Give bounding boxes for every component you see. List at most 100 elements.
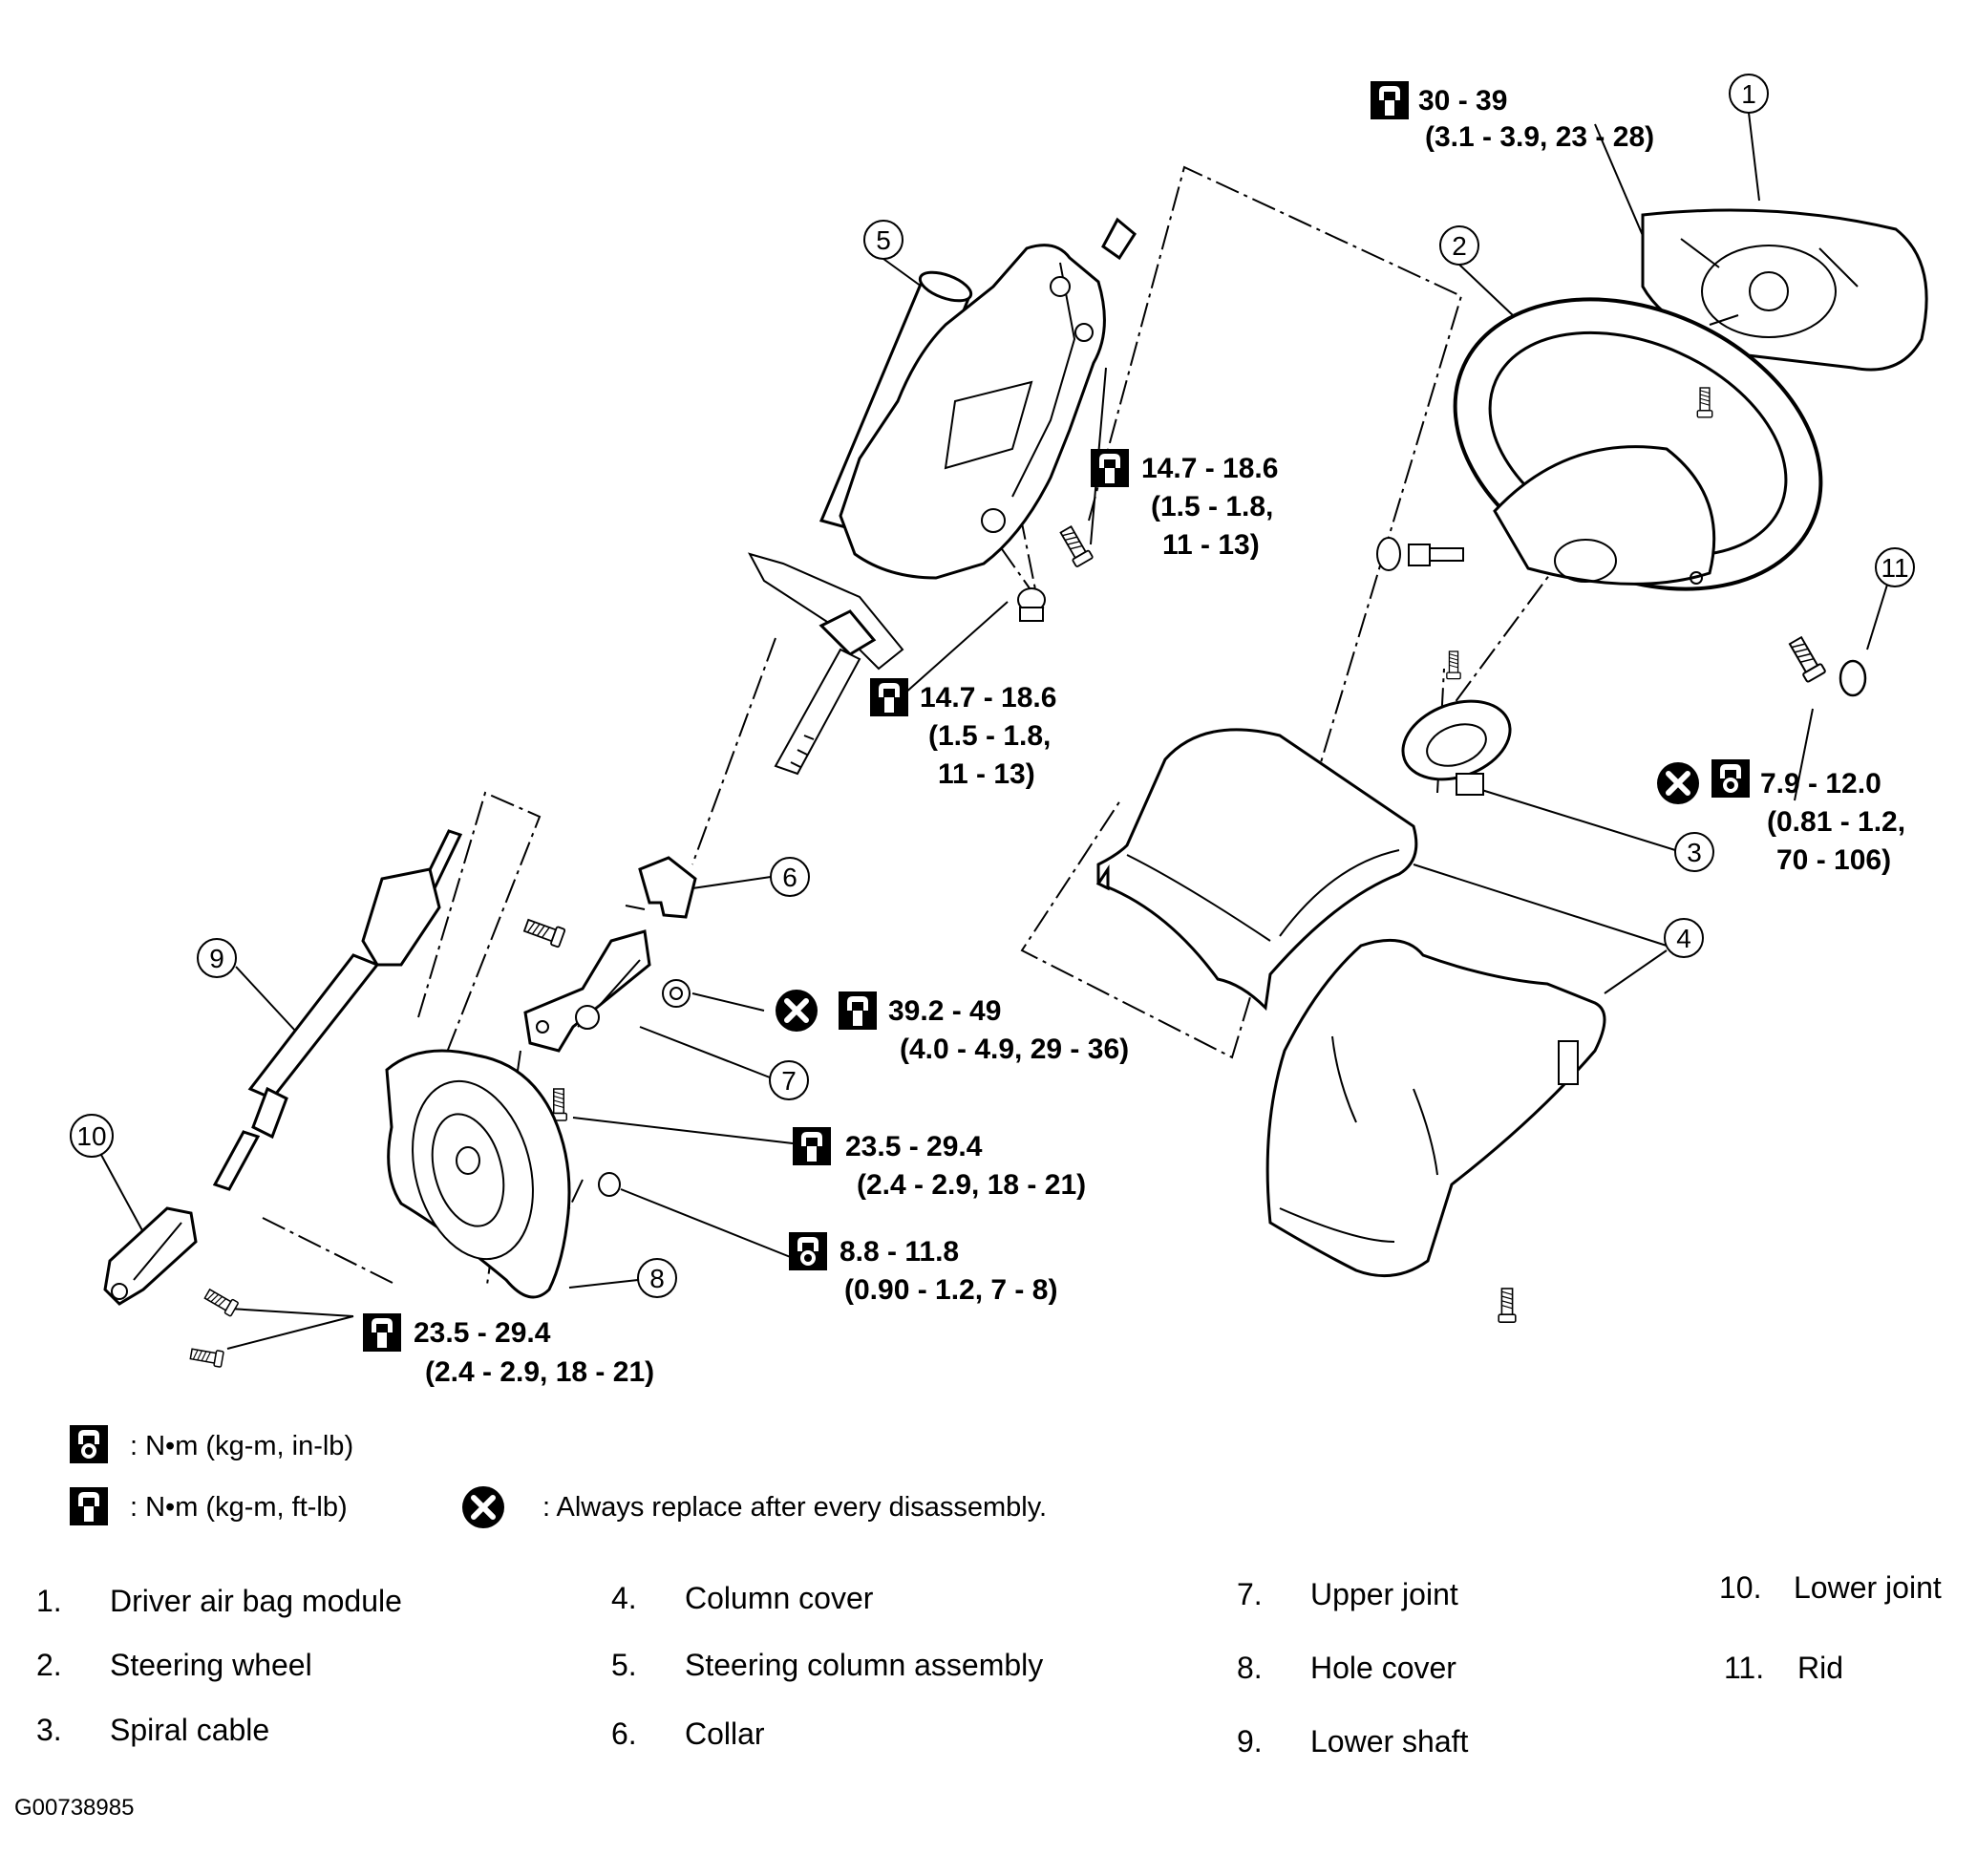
svg-text:(1.5 - 1.8,: (1.5 - 1.8, — [1151, 491, 1273, 522]
part-item: 7. Upper joint — [1237, 1577, 1458, 1611]
callout-1: 1 — [1729, 74, 1769, 114]
part-item: 5. Steering column assembly — [611, 1648, 1043, 1682]
wrench-inlb-icon — [789, 1232, 827, 1270]
part-item: 3. Spiral cable — [36, 1713, 269, 1747]
svg-text:14.7 - 18.6: 14.7 - 18.6 — [920, 682, 1056, 714]
svg-text:(1.5 - 1.8,: (1.5 - 1.8, — [928, 720, 1051, 752]
wheel-bolt-left — [1376, 537, 1464, 571]
wrench-inlb-icon — [1711, 759, 1750, 798]
callout-10: 10 — [70, 1114, 114, 1158]
svg-text:Driver air bag module: Driver air bag module — [110, 1584, 402, 1618]
figure-id: G00738985 — [14, 1795, 134, 1821]
torque-spec-1: 30 - 39 (3.1 - 3.9, 23 - 28) — [1371, 81, 1654, 153]
torque-spec-6: 23.5 - 29.4 (2.4 - 2.9, 18 - 21) — [793, 1127, 1086, 1201]
part-item: 10. Lower joint — [1719, 1570, 1942, 1605]
svg-text:Collar: Collar — [685, 1716, 765, 1751]
svg-text:23.5 - 29.4: 23.5 - 29.4 — [845, 1131, 983, 1162]
wrench-icon — [793, 1127, 831, 1165]
upper-joint — [523, 929, 651, 1053]
svg-text:(2.4 - 2.9, 18 - 21): (2.4 - 2.9, 18 - 21) — [857, 1169, 1086, 1201]
hole-cover-clip — [598, 1172, 621, 1197]
torque-spec-3: 14.7 - 18.6 (1.5 - 1.8, 11 - 13) — [870, 678, 1056, 790]
replace-icon — [1657, 762, 1699, 804]
svg-text:: N•m (kg-m, in-lb): : N•m (kg-m, in-lb) — [130, 1431, 353, 1461]
callout-5: 5 — [863, 220, 903, 260]
svg-text:8.8 - 11.8: 8.8 - 11.8 — [840, 1236, 959, 1268]
svg-text:(0.90 - 1.2, 7 - 8): (0.90 - 1.2, 7 - 8) — [844, 1274, 1057, 1306]
svg-text:70 - 106): 70 - 106) — [1776, 844, 1891, 876]
svg-text:3.: 3. — [36, 1713, 62, 1747]
svg-text:8.: 8. — [1237, 1651, 1263, 1685]
lower-joint — [103, 1206, 198, 1306]
upper-joint-nut — [662, 979, 691, 1008]
replace-icon — [776, 990, 818, 1032]
column-bolt-upper — [1056, 523, 1095, 568]
part-item: 1. Driver air bag module — [36, 1584, 402, 1618]
svg-text:10: 10 — [76, 1121, 106, 1151]
column-nut — [1017, 587, 1046, 622]
svg-text:9: 9 — [209, 944, 224, 973]
torque-spec-4: 7.9 - 12.0 (0.81 - 1.2, 70 - 106) — [1657, 759, 1905, 876]
wheel-bolt-right — [1785, 634, 1827, 684]
svg-text:Lower shaft: Lower shaft — [1310, 1724, 1469, 1759]
svg-text:2: 2 — [1452, 231, 1467, 261]
svg-text:(4.0 - 4.9, 29 - 36): (4.0 - 4.9, 29 - 36) — [900, 1034, 1129, 1065]
svg-text:30 - 39: 30 - 39 — [1418, 85, 1507, 117]
wrench-inlb-icon — [70, 1425, 108, 1463]
parts-list: 1. Driver air bag module 2. Steering whe… — [36, 1570, 1942, 1759]
svg-text:(0.81 - 1.2,: (0.81 - 1.2, — [1767, 806, 1905, 838]
svg-text:11.: 11. — [1724, 1651, 1764, 1685]
part-item: 4. Column cover — [611, 1581, 874, 1615]
svg-text:Column cover: Column cover — [685, 1581, 874, 1615]
spiral-cable-screw — [1446, 650, 1461, 680]
callout-7: 7 — [769, 1060, 809, 1100]
wrench-icon — [70, 1487, 108, 1525]
part-item: 2. Steering wheel — [36, 1648, 312, 1682]
callout-3: 3 — [1674, 832, 1714, 872]
lower-joint-bolt-2 — [189, 1345, 224, 1369]
callout-6: 6 — [770, 857, 810, 897]
wrench-icon — [839, 991, 877, 1030]
steering-wheel — [1453, 297, 1823, 591]
svg-text:39.2 - 49: 39.2 - 49 — [888, 995, 1001, 1027]
lower-joint-bolt-1 — [202, 1286, 240, 1317]
svg-text:: Always replace after every d: : Always replace after every disassembly… — [542, 1492, 1047, 1523]
svg-text:4: 4 — [1676, 924, 1691, 953]
svg-text:: N•m (kg-m, ft-lb): : N•m (kg-m, ft-lb) — [130, 1492, 348, 1523]
wrench-icon — [1371, 81, 1409, 119]
wrench-icon — [870, 678, 908, 716]
svg-text:14.7 - 18.6: 14.7 - 18.6 — [1141, 453, 1278, 484]
svg-text:9.: 9. — [1237, 1724, 1263, 1759]
svg-text:Hole cover: Hole cover — [1310, 1651, 1456, 1685]
torque-spec-5: 39.2 - 49 (4.0 - 4.9, 29 - 36) — [776, 990, 1129, 1065]
svg-text:11: 11 — [1881, 553, 1908, 583]
svg-text:Upper joint: Upper joint — [1310, 1577, 1458, 1611]
svg-text:6.: 6. — [611, 1716, 637, 1751]
torque-spec-8: 23.5 - 29.4 (2.4 - 2.9, 18 - 21) — [363, 1313, 654, 1388]
svg-text:5.: 5. — [611, 1648, 637, 1682]
collar — [625, 856, 697, 919]
rid-ring — [1839, 659, 1867, 697]
svg-text:3: 3 — [1687, 838, 1702, 867]
torque-spec-7: 8.8 - 11.8 (0.90 - 1.2, 7 - 8) — [789, 1232, 1057, 1306]
part-item: 9. Lower shaft — [1237, 1724, 1469, 1759]
svg-text:23.5 - 29.4: 23.5 - 29.4 — [414, 1317, 551, 1349]
svg-text:2.: 2. — [36, 1648, 62, 1682]
svg-text:11 - 13): 11 - 13) — [1162, 529, 1260, 561]
svg-text:4.: 4. — [611, 1581, 637, 1615]
part-item: 11. Rid — [1724, 1651, 1843, 1685]
svg-text:6: 6 — [782, 863, 797, 892]
driver-air-bag-module — [1641, 208, 1928, 372]
spiral-cable — [1401, 699, 1512, 796]
column-cover-lower — [1265, 938, 1606, 1278]
part-item: 8. Hole cover — [1237, 1651, 1456, 1685]
svg-text:(2.4 - 2.9, 18 - 21): (2.4 - 2.9, 18 - 21) — [425, 1356, 654, 1388]
callout-2: 2 — [1439, 225, 1479, 266]
svg-text:7.9 - 12.0: 7.9 - 12.0 — [1760, 768, 1881, 799]
svg-text:Steering wheel: Steering wheel — [110, 1648, 312, 1682]
callout-8: 8 — [637, 1258, 677, 1298]
wrench-icon — [1091, 449, 1129, 487]
callout-11: 11 — [1875, 547, 1915, 587]
upper-joint-bolt — [521, 915, 566, 949]
